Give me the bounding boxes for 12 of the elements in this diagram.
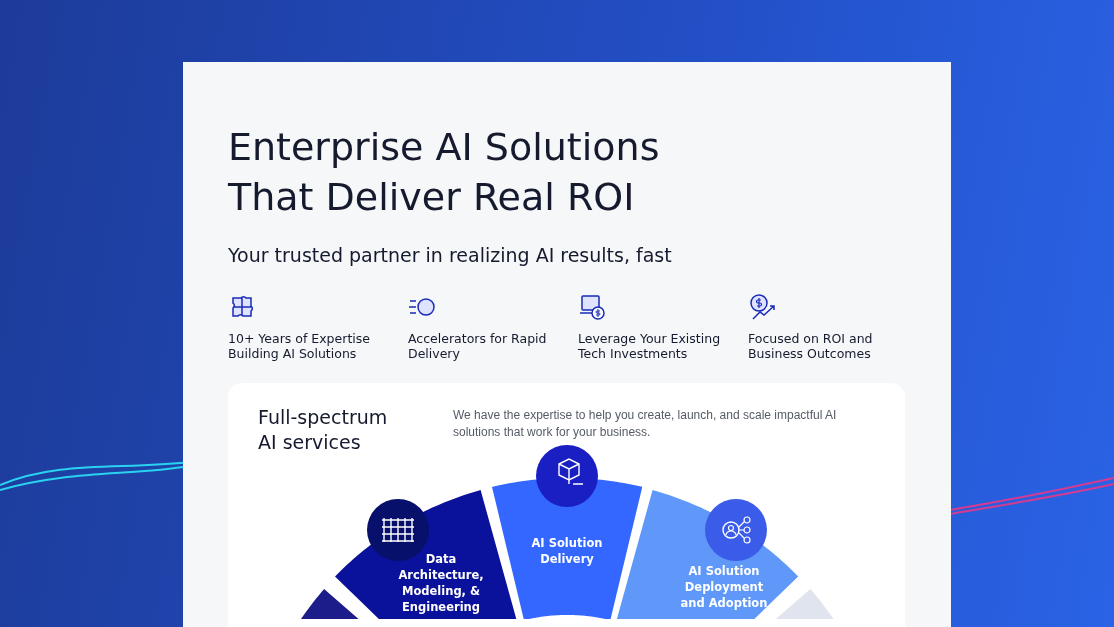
services-card	[228, 383, 905, 627]
segment-label: AI Solution Delivery	[530, 535, 604, 567]
subtitle: Your trusted partner in realizing AI results, fast	[228, 244, 672, 266]
feature-text: Accelerators for Rapid Delivery	[408, 331, 548, 361]
section-heading: Full-spectrum AI services	[258, 405, 389, 455]
feature-text: Focused on ROI and Business Outcomes	[748, 331, 874, 361]
page-title: Enterprise AI Solutions That Deliver Real ROI	[228, 124, 661, 221]
section-description: We have the expertise to help you create, launch, and scale impactful AI solutions that work for your business.	[453, 407, 838, 441]
feature-text: 10+ Years of Expertise Building AI Solutions	[228, 331, 371, 361]
segment-label: Data Architecture, Modeling, & Engineering	[397, 551, 485, 615]
feature-text: Leverage Your Existing Tech Investments	[578, 331, 722, 361]
segment-label: AI Solution Deployment and Adoption	[679, 563, 769, 611]
